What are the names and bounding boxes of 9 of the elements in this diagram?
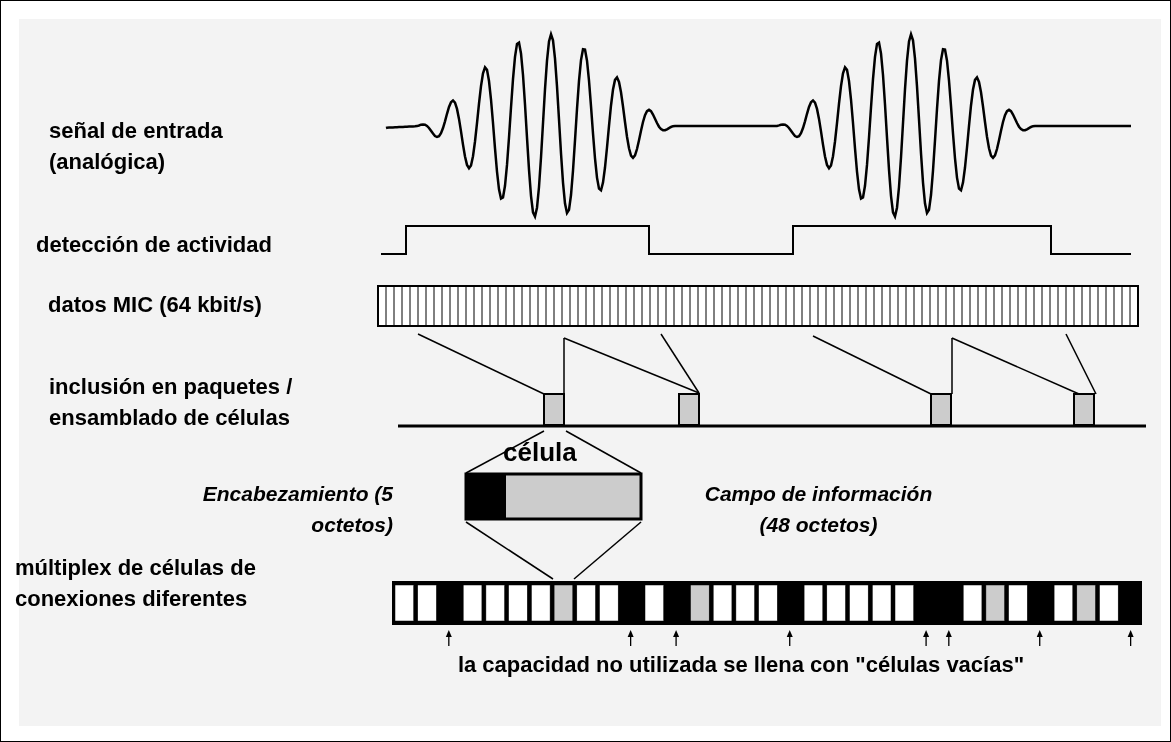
field-label: Campo de información (48 octetos)	[703, 481, 934, 538]
cell-title: célula	[503, 437, 578, 468]
field-label: Encabezamiento (5 octetos)	[201, 481, 393, 538]
row-label: detección de actividad	[36, 231, 273, 259]
row-label: señal de entrada (analógica)	[49, 117, 224, 176]
row-label: datos MIC (64 kbit/s)	[48, 291, 263, 319]
row-label: múltiplex de células de conexiones diferentes	[15, 554, 257, 613]
row-label: inclusión en paquetes / ensamblado de células	[49, 373, 294, 432]
note-text: la capacidad no utilizada se llena con "células vacías"	[456, 651, 1026, 679]
